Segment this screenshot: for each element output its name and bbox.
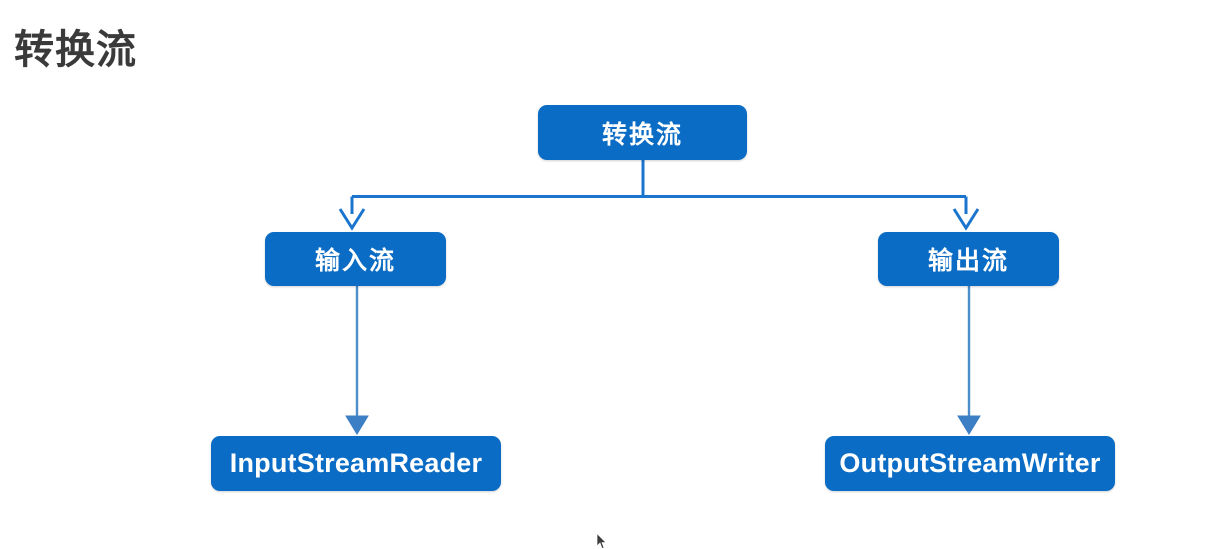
node-output-stream-writer[interactable]: OutputStreamWriter	[825, 436, 1115, 491]
edge-input-to-isr-arrowhead	[345, 415, 369, 435]
node-root[interactable]: 转换流	[538, 105, 747, 160]
mouse-cursor-icon	[596, 533, 607, 549]
node-output-stream[interactable]: 输出流	[878, 232, 1059, 286]
edge-root-to-input-arrowhead	[338, 208, 366, 231]
node-input-stream[interactable]: 输入流	[265, 232, 446, 286]
edge-output-to-osw-arrowhead	[957, 415, 981, 435]
node-input-stream-reader[interactable]: InputStreamReader	[211, 436, 501, 491]
page-title: 转换流	[14, 28, 137, 72]
edge-root-to-output-arrowhead	[952, 208, 980, 231]
